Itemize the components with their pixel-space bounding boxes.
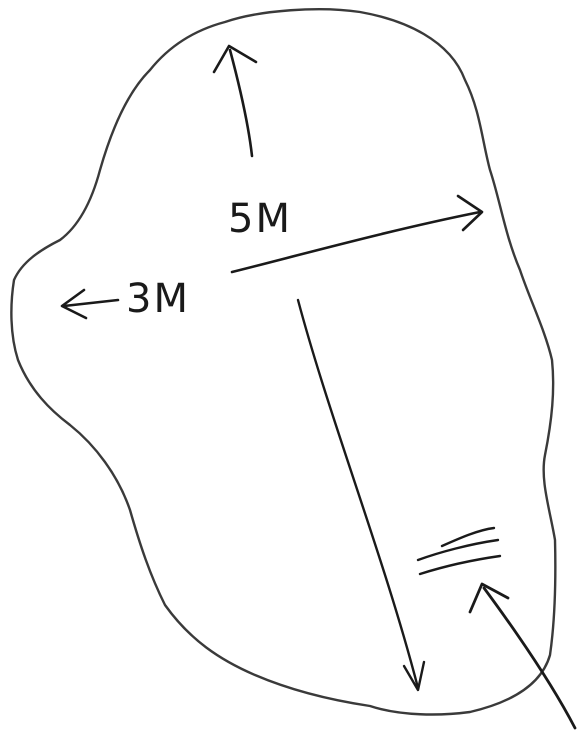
pointer-arrow — [484, 588, 575, 728]
area-outline — [11, 9, 555, 714]
label-5m: 5M — [228, 196, 292, 242]
wave-mark-3 — [420, 556, 500, 574]
arrow-left — [64, 300, 118, 306]
wave-mark-1 — [442, 528, 494, 546]
arrow-up — [230, 50, 252, 156]
label-3m: 3M — [126, 276, 190, 322]
pointer-arrow-head — [470, 584, 508, 612]
arrow-down — [298, 300, 418, 688]
